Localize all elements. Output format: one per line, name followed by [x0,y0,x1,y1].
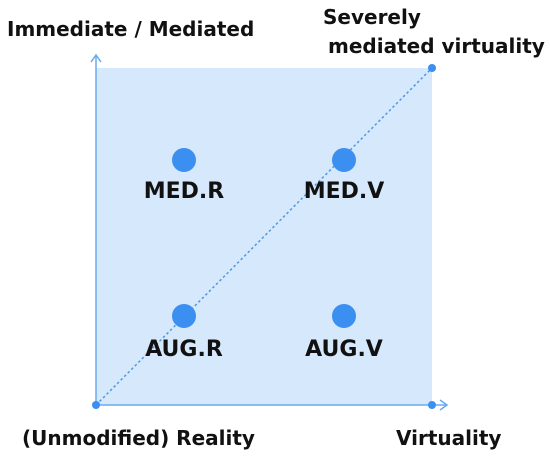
far-corner-label-line-1: Severely [323,5,421,29]
far-corner-label: Severely mediated virtuality [323,3,545,61]
quadrant-label-med-r: MED.R [143,179,225,204]
quadrant-label-med-v: MED.V [303,179,385,204]
med-v-dot [332,148,356,172]
origin-dot [92,401,100,409]
diagonal-reality-virtuality-line [95,67,433,406]
far-corner-label-line-2: mediated virtuality [328,34,545,58]
quadrant-label-aug-r: AUG.R [145,337,223,362]
aug-v-dot [332,304,356,328]
virtuality-axis-dot [428,401,436,409]
horizontal-axis-arrowhead [439,399,449,411]
far-corner-dot [428,64,436,72]
med-r-dot [172,148,196,172]
quadrant-label-aug-v: AUG.V [305,337,383,362]
aug-r-dot [172,304,196,328]
horizontal-axis-label: Virtuality [396,426,502,450]
origin-label: (Unmodified) Reality [22,426,255,450]
vertical-axis-arrowhead [90,53,102,63]
vertical-axis-label: Immediate / Mediated [7,17,255,41]
